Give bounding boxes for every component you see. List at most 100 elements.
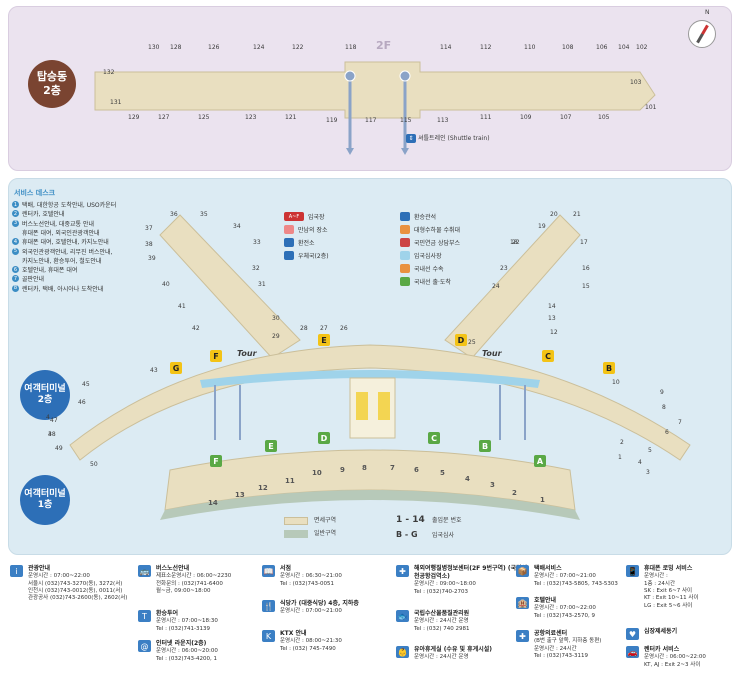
gate-number: 16 xyxy=(582,265,590,272)
legend-text: 만남의 장소 xyxy=(298,227,328,234)
info-line: 운영시간 : 24시간 운영 xyxy=(414,618,469,625)
number-badge: 5 xyxy=(12,247,19,255)
gate-number: 7 xyxy=(678,419,682,426)
service-desk-text: 택배, 대한항공 도착안내, USO카운터 xyxy=(22,202,117,209)
info-line: SK : Exit 6~7 사이 xyxy=(644,587,693,594)
info-line: Tel : (032)743-3119 xyxy=(534,652,588,659)
info-line: 운영시간 : 24시간 xyxy=(534,645,577,652)
info-title: 휴대폰 로밍 서비스 xyxy=(644,565,693,572)
gate-number: 28 xyxy=(300,325,308,332)
immigration-b: B xyxy=(603,362,615,374)
gate-number: 43 xyxy=(150,367,158,374)
info-block: 심장제세동기 xyxy=(644,628,734,636)
info-block: 유아휴게실 (수유 및 휴게시설)운영시간 : 24시간 운영 xyxy=(414,646,532,662)
legend-text: 우체국(2층) xyxy=(298,253,329,260)
gate-number: 33 xyxy=(253,239,261,246)
legend-text: 환승관석 xyxy=(414,214,437,221)
legend-symbol: 대형수하물 수취대 xyxy=(400,225,460,234)
zone-general-swatch xyxy=(284,530,308,538)
gate-number: 125 xyxy=(198,114,210,121)
check-label: 입국심사 xyxy=(432,532,455,539)
service-desk-text: 카지노안내, 환승투어, 철도안내 xyxy=(22,257,102,265)
gate-number: 19 xyxy=(538,223,546,230)
number-badge: 7 xyxy=(12,275,19,283)
gate-number: 12 xyxy=(550,329,558,336)
gate-number: 45 xyxy=(82,381,90,388)
info-line: 제표소운영시간 : 06:00~2230 xyxy=(156,573,232,580)
info-line: 운영시간 : 07:00~21:00 xyxy=(534,573,596,580)
entrance-number: 10 xyxy=(312,469,322,477)
tour-label-right: Tour xyxy=(482,349,502,358)
gate-number: 6 xyxy=(665,429,669,436)
legend-symbol: 입국심사장 xyxy=(400,251,442,260)
info-icon: 📱 xyxy=(626,565,639,577)
arrival-hall-c: C xyxy=(428,432,440,444)
info-title: 국립수산물품질관리원 xyxy=(414,610,470,617)
gate-number: 25 xyxy=(468,339,476,346)
info-line: 운영시간 : xyxy=(644,573,668,580)
legend-symbol: 국내선 수속 xyxy=(400,264,444,273)
gate-number: 118 xyxy=(345,44,357,51)
gate-number: 32 xyxy=(252,265,260,272)
number-badge: 6 xyxy=(12,266,19,274)
gate-number: 4 xyxy=(638,459,642,466)
arrival-hall-a: A xyxy=(534,455,546,467)
entrance-number: 8 xyxy=(362,464,367,472)
entrance-number: 7 xyxy=(390,464,395,472)
terminal-2f-badge: 여객터미널 2층 xyxy=(20,370,70,420)
gate-number: 48 xyxy=(48,431,56,438)
info-line: 운영시간 : 07:00~21:00 xyxy=(280,608,342,615)
legend-text: 국내선 수속 xyxy=(414,266,444,273)
legend-symbol: 우체국(2층) xyxy=(284,251,329,260)
gate-number: 30 xyxy=(272,315,280,322)
info-title: KTX 안내 xyxy=(280,630,307,637)
terminal-1f-badge: 여객터미널 1층 xyxy=(20,475,70,525)
info-line: 1층 : 24시간 xyxy=(644,580,676,587)
info-line: Tel : (032)743-0051 xyxy=(280,580,334,587)
gate-number: 123 xyxy=(245,114,257,121)
gate-number: 41 xyxy=(178,303,186,310)
gate-number: 36 xyxy=(170,211,178,218)
service-desk-text: 렌터카, 택배, 아시아나 도착안내 xyxy=(22,285,104,293)
info-block: 해외여행질병정보센터(2F 9번구역) (국립인천공항검역소)운영시간 : 09… xyxy=(414,565,532,596)
gate-number: 109 xyxy=(520,114,532,121)
immigration-e: E xyxy=(318,334,330,346)
gate-number: 42 xyxy=(192,325,200,332)
shuttle-icon: ⇕ xyxy=(406,134,416,143)
domr-icon xyxy=(400,277,410,286)
service-desk-text: 호텔안내, 휴대폰 대여 xyxy=(22,267,78,275)
gate-number: 3 xyxy=(48,431,52,438)
info-line: 운영시간 : 09:00~18:00 xyxy=(414,581,476,588)
number-badge: 1 xyxy=(12,201,19,208)
info-line: KT, AJ : Exit 2~3 사이 xyxy=(644,661,701,668)
info-line: Tel : (032)740-2703 xyxy=(414,588,468,595)
info-line: 운영시간 : 06:30~21:00 xyxy=(280,573,342,580)
gate-number: 20 xyxy=(550,211,558,218)
zone-restricted-swatch xyxy=(284,517,308,525)
entrance-number: 12 xyxy=(258,484,268,492)
ref-icon xyxy=(400,238,410,247)
arrival-hall-e: E xyxy=(265,440,277,452)
gate-number: 104 xyxy=(618,44,630,51)
gate-number: 111 xyxy=(480,114,492,121)
gate-number: 23 xyxy=(500,265,508,272)
service-desk-text: 휴대폰 대여, 호텔안내, 카지노안내 xyxy=(22,239,109,247)
info-icon: 👶 xyxy=(396,646,409,658)
entrance-number: 11 xyxy=(285,477,295,485)
zone-restricted-label: 면세구역 xyxy=(314,517,337,524)
number-badge: 2 xyxy=(12,210,19,218)
